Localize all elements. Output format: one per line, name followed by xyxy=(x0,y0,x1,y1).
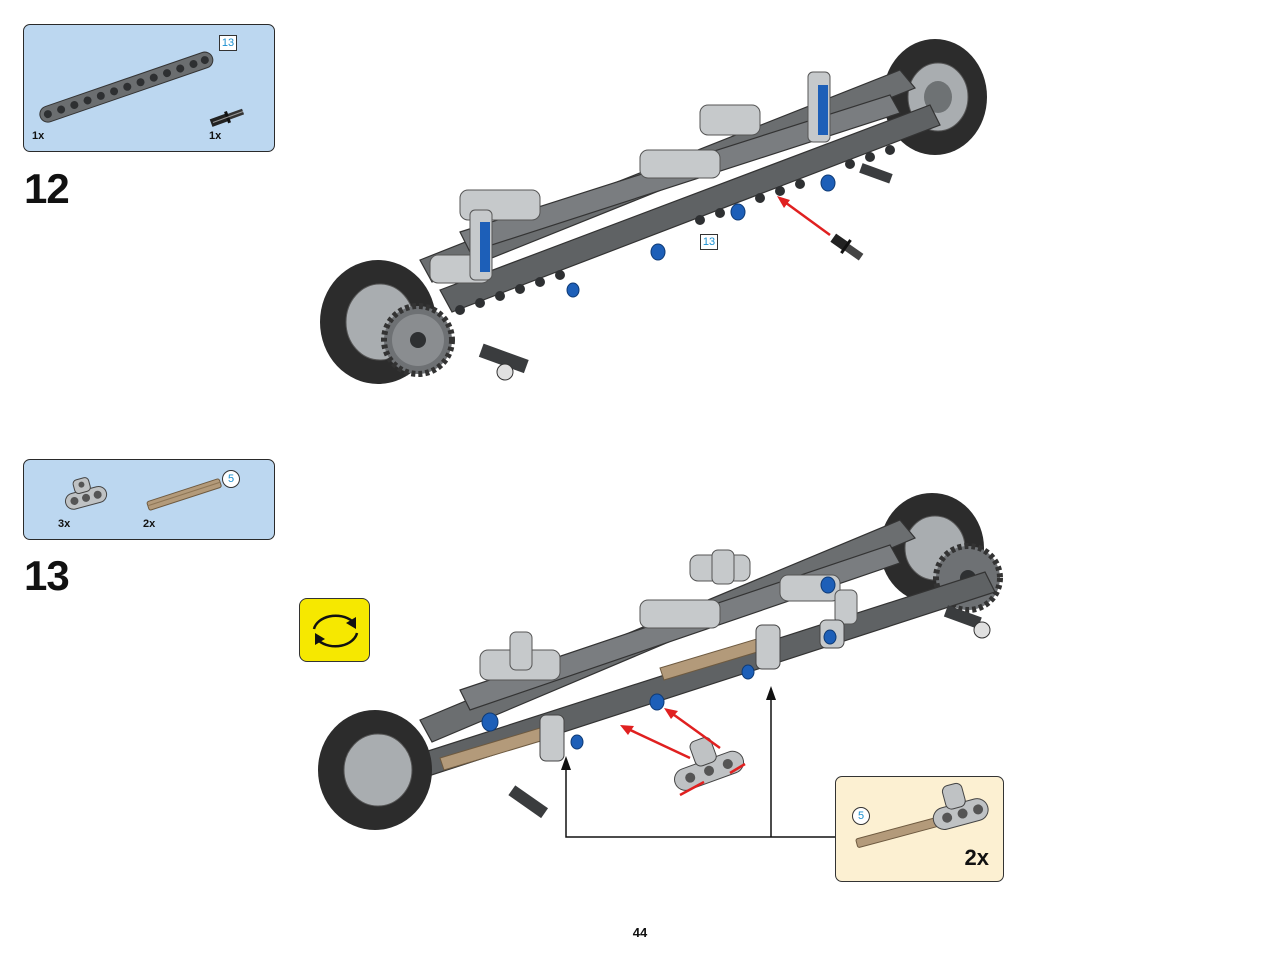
subassembly-callout: 5 2x xyxy=(835,776,1004,882)
axle-5-icon xyxy=(146,478,222,511)
qty-pin-with-axle: 1x xyxy=(209,130,222,142)
parts-box-step-12: 13 1x 1x xyxy=(23,24,275,152)
beam-13-icon xyxy=(39,51,214,123)
model-step-12 xyxy=(320,39,987,384)
page-number: 44 xyxy=(632,925,648,940)
length-label-13: 13 xyxy=(219,35,237,51)
rotate-model-icon xyxy=(299,598,370,662)
pin-with-axle-icon xyxy=(209,108,245,127)
qty-axle-5: 2x xyxy=(143,518,156,530)
wheel-icon xyxy=(318,710,432,830)
model-step-13 xyxy=(318,493,1003,838)
subassembly-qty: 2x xyxy=(964,845,989,870)
qty-connector: 3x xyxy=(58,518,71,530)
parts-box-step-13: 3x 5 2x xyxy=(23,459,275,540)
qty-beam-13: 1x xyxy=(32,130,45,142)
length-label-5: 5 xyxy=(222,470,240,488)
gear-icon xyxy=(381,303,455,377)
callout-length-13: 13 xyxy=(700,234,718,250)
subassembly-length-5: 5 xyxy=(852,807,870,825)
step-number-12: 12 xyxy=(24,165,70,212)
step-number-13: 13 xyxy=(24,552,70,599)
axle-pin-connector-icon xyxy=(64,477,108,510)
